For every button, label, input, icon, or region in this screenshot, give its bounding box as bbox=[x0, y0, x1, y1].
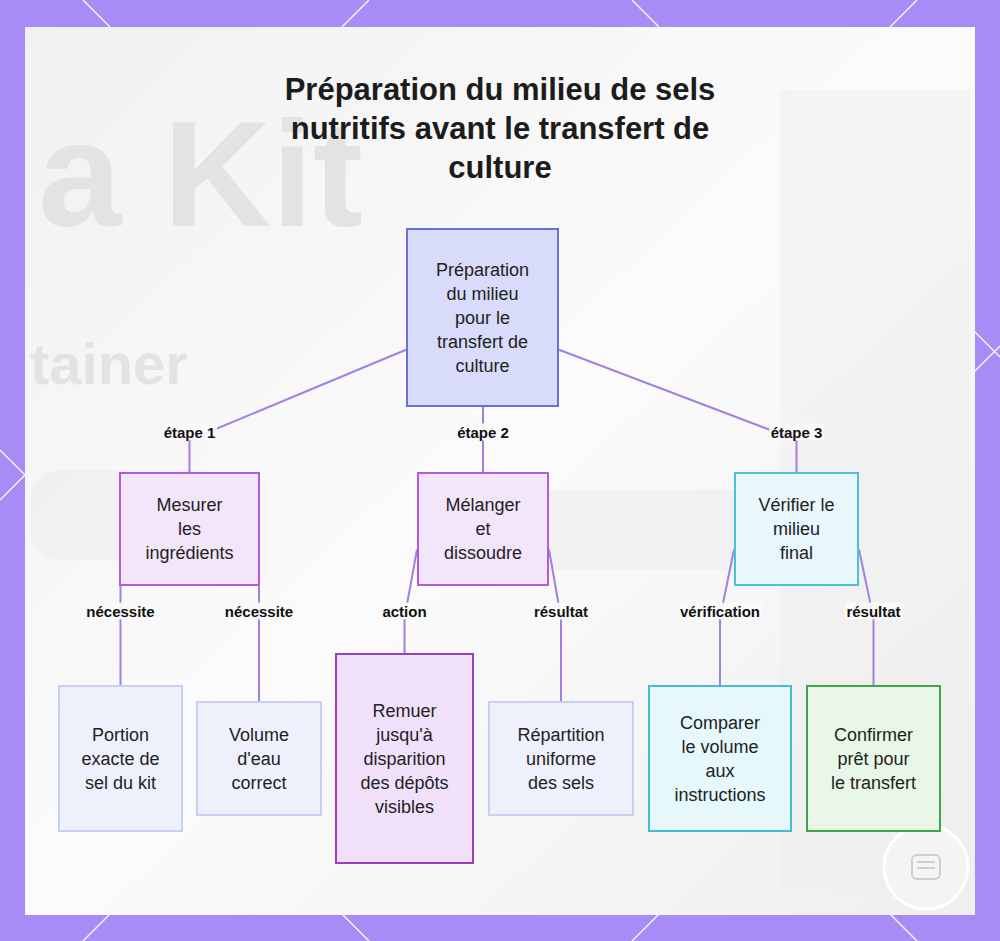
box-text: Mesurer les ingrédients bbox=[145, 493, 234, 565]
process-box: Remuer jusqu'à disparition des dépôts vi… bbox=[335, 653, 474, 864]
connector-line bbox=[549, 550, 561, 701]
edge-label: résultat bbox=[844, 603, 902, 620]
process-box: Répartition uniforme des sels bbox=[488, 701, 634, 816]
box-text: Répartition uniforme des sels bbox=[512, 723, 610, 795]
edge-label: étape 2 bbox=[455, 424, 511, 441]
connector-line bbox=[559, 350, 797, 472]
box-text: Vérifier le milieu final bbox=[754, 493, 839, 565]
diagram-title: Préparation du milieu de sels nutritifs … bbox=[240, 70, 760, 187]
box-text: Confirmer prêt pour le transfert bbox=[830, 723, 917, 795]
box-text: Préparation du milieu pour le transfert … bbox=[428, 258, 537, 378]
box-text: Volume d'eau correct bbox=[218, 723, 300, 795]
box-text: Mélanger et dissoudre bbox=[441, 493, 525, 565]
edge-label: étape 3 bbox=[769, 424, 825, 441]
connector-line bbox=[405, 550, 418, 653]
connector-line bbox=[120, 586, 122, 685]
edge-label: étape 1 bbox=[162, 424, 218, 441]
process-box: Volume d'eau correct bbox=[196, 701, 322, 816]
box-text: Remuer jusqu'à disparition des dépôts vi… bbox=[353, 699, 456, 819]
edge-label: action bbox=[380, 603, 428, 620]
edge-label: vérification bbox=[678, 603, 762, 620]
box-text: Comparer le volume aux instructions bbox=[672, 711, 768, 807]
process-box: Mesurer les ingrédients bbox=[119, 472, 260, 586]
edge-label: nécessite bbox=[223, 603, 295, 620]
edge-label: nécessite bbox=[84, 603, 156, 620]
background-watermark: tainer bbox=[30, 330, 188, 397]
process-box: Préparation du milieu pour le transfert … bbox=[406, 228, 559, 407]
edge-label: résultat bbox=[532, 603, 590, 620]
process-box: Mélanger et dissoudre bbox=[417, 472, 549, 586]
logo-badge bbox=[884, 825, 968, 909]
process-box: Vérifier le milieu final bbox=[734, 472, 859, 586]
connector-line bbox=[190, 350, 407, 472]
process-box: Portion exacte de sel du kit bbox=[58, 685, 183, 832]
process-box: Confirmer prêt pour le transfert bbox=[806, 685, 941, 832]
box-text: Portion exacte de sel du kit bbox=[76, 723, 165, 795]
process-box: Comparer le volume aux instructions bbox=[648, 685, 792, 832]
